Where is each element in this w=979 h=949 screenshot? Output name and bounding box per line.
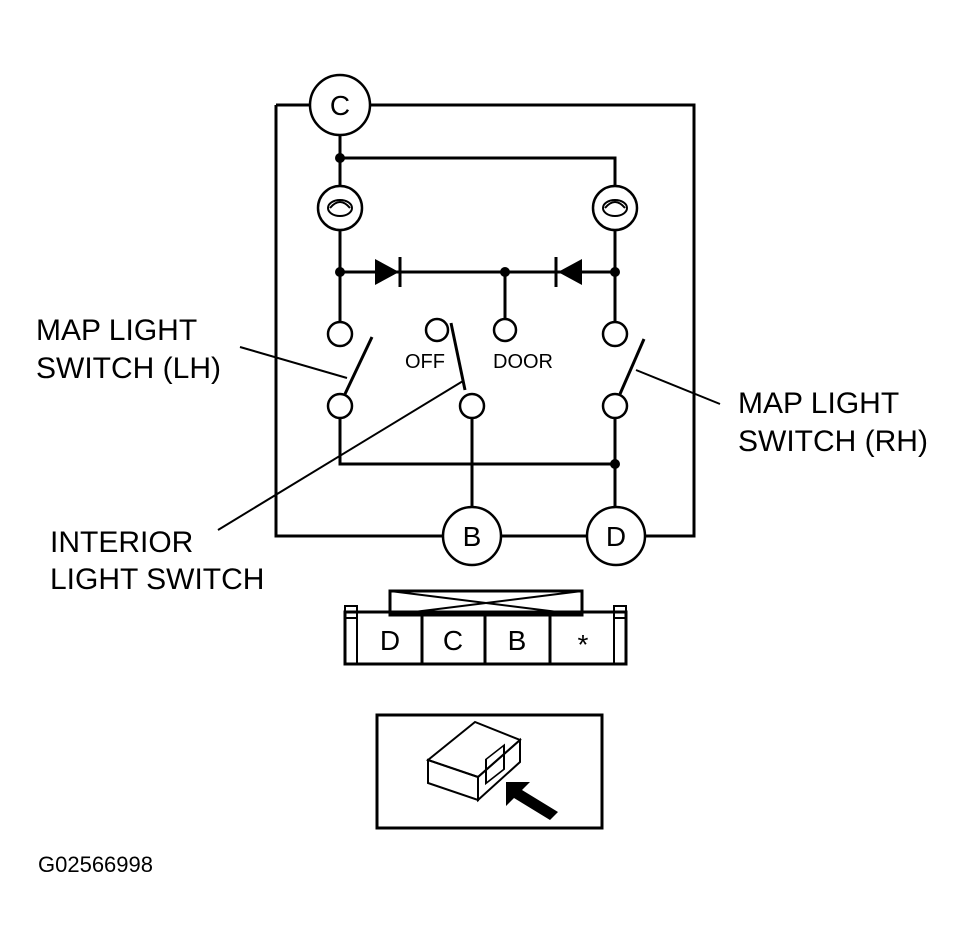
switch-module-icon bbox=[425, 720, 522, 803]
c-feed-wire bbox=[338, 135, 617, 185]
junction-dot bbox=[500, 267, 510, 277]
junction-dot bbox=[335, 267, 345, 277]
connector-cell-star: * bbox=[578, 629, 589, 660]
node-c: C bbox=[308, 73, 372, 137]
switch-terminal bbox=[601, 392, 629, 420]
connector-cell-d: D bbox=[380, 625, 400, 656]
svg-text:B: B bbox=[463, 521, 482, 552]
map-lh-leader bbox=[239, 346, 348, 379]
off-label: OFF bbox=[405, 351, 445, 373]
svg-text:C: C bbox=[330, 90, 350, 121]
switch-terminal bbox=[424, 317, 450, 343]
map-rh-leader bbox=[635, 369, 721, 405]
connector-cell-b: B bbox=[508, 625, 527, 656]
node-b: B bbox=[441, 505, 503, 567]
lower-wires bbox=[338, 418, 617, 512]
map-lh-label-line1: MAP LIGHT bbox=[36, 314, 197, 347]
svg-text:D: D bbox=[606, 521, 626, 552]
door-label: DOOR bbox=[493, 351, 553, 373]
node-d: D bbox=[585, 505, 647, 567]
location-inset bbox=[375, 713, 604, 830]
interior-leader bbox=[217, 380, 464, 531]
outer-wire bbox=[274, 103, 696, 538]
right-diode-icon bbox=[554, 257, 582, 287]
switch-terminal bbox=[458, 392, 486, 420]
map-rh-label-line1: MAP LIGHT bbox=[738, 387, 899, 420]
interior-switch-lever bbox=[449, 322, 467, 391]
connector-face bbox=[343, 589, 628, 666]
switch-terminal bbox=[492, 317, 518, 343]
interior-label-line1: INTERIOR bbox=[50, 526, 193, 559]
right-lamp-icon bbox=[591, 184, 639, 232]
arrow-icon bbox=[506, 782, 558, 820]
junction-dot bbox=[610, 267, 620, 277]
switch-terminal bbox=[601, 320, 629, 348]
map-rh-label-line2: SWITCH (RH) bbox=[738, 425, 928, 458]
switch-terminal bbox=[326, 392, 354, 420]
interior-label-line2: LIGHT SWITCH bbox=[50, 563, 264, 596]
switch-terminal bbox=[326, 320, 354, 348]
left-diode-icon bbox=[375, 257, 402, 287]
map-rh-switch-lever bbox=[618, 338, 646, 395]
left-lamp-icon bbox=[316, 184, 364, 232]
junction-dot bbox=[335, 153, 345, 163]
map-lh-switch-lever bbox=[343, 336, 374, 395]
figure-id: G02566998 bbox=[38, 852, 153, 877]
connector-cell-c: C bbox=[443, 625, 463, 656]
map-lh-label-line2: SWITCH (LH) bbox=[36, 352, 221, 385]
